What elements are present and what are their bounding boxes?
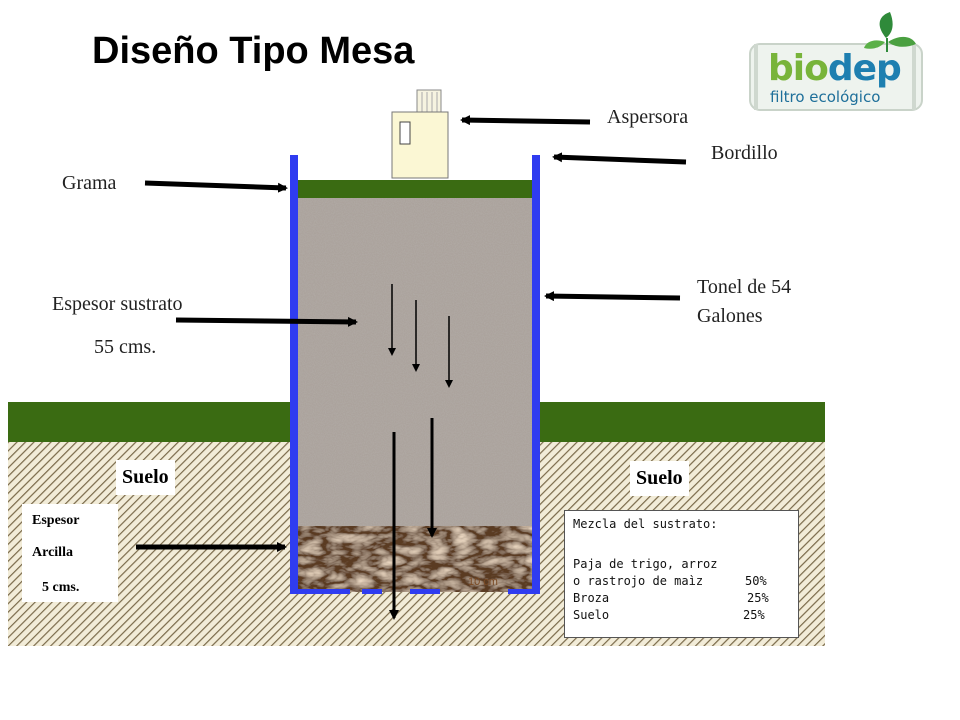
logo-tagline: filtro ecológico — [770, 88, 881, 106]
arcilla-box: Espesor Arcilla 5 cms. — [22, 504, 118, 602]
page-title: Diseño Tipo Mesa — [92, 30, 415, 72]
mezcla-item-1-pct: 50% — [745, 574, 767, 588]
arrow-aspersora — [460, 115, 591, 126]
mezcla-heading: Mezcla del sustrato: — [573, 517, 718, 531]
biodep-logo: biodep filtro ecológico — [748, 8, 928, 112]
clay-layer — [298, 526, 532, 592]
logo-wordmark: biodep — [768, 48, 902, 89]
mezcla-item-3-name: Suelo — [573, 608, 610, 622]
barrel-bottom-right — [508, 589, 540, 594]
barrel-bottom-seg — [410, 589, 440, 594]
barrel-left-wall — [290, 155, 298, 593]
sprinkler-icon — [391, 89, 449, 179]
mezcla-item-2-pct: 25% — [747, 591, 769, 605]
logo-dep-text: dep — [827, 48, 902, 89]
label-suelo-right: Suelo — [630, 461, 689, 496]
mezcla-item-3-pct: 25% — [743, 608, 765, 622]
label-aspersora: Aspersora — [607, 106, 689, 128]
label-espesor-sustrato: Espesor sustrato — [52, 293, 183, 315]
arcilla-line-1: Espesor — [32, 513, 80, 528]
arcilla-line-2: Arcilla — [32, 545, 73, 560]
label-tonel-1: Tonel de 54 — [697, 276, 792, 298]
mezcla-item-2-name: Broza — [573, 591, 610, 605]
label-bordillo: Bordillo — [711, 142, 778, 164]
label-grama: Grama — [62, 172, 117, 194]
arrow-grama — [144, 180, 288, 193]
barrel-grass — [298, 180, 532, 198]
logo-graphic — [749, 12, 923, 111]
logo-bio-text: bio — [768, 48, 829, 89]
label-tonel-2: Galones — [697, 305, 763, 327]
substrate-layer — [298, 196, 532, 526]
label-ten-cm: 10 cm — [468, 576, 498, 588]
arrow-bordillo — [552, 152, 687, 165]
barrel-right-wall — [532, 155, 540, 593]
mezcla-item-1-line1: Paja de trigo, arroz — [573, 557, 718, 571]
mezcla-item-1-name: o rastrojo de maìz — [573, 574, 704, 588]
mezcla-box: Mezcla del sustrato: Paja de trigo, arro… — [564, 510, 799, 638]
barrel-bottom-left — [290, 589, 350, 594]
arrow-sustrato — [175, 316, 358, 327]
barrel-bottom-seg — [362, 589, 382, 594]
arcilla-line-3: 5 cms. — [42, 580, 80, 595]
arrow-tonel — [544, 291, 681, 302]
label-suelo-left: Suelo — [116, 460, 175, 495]
label-espesor-valor: 55 cms. — [94, 336, 157, 358]
